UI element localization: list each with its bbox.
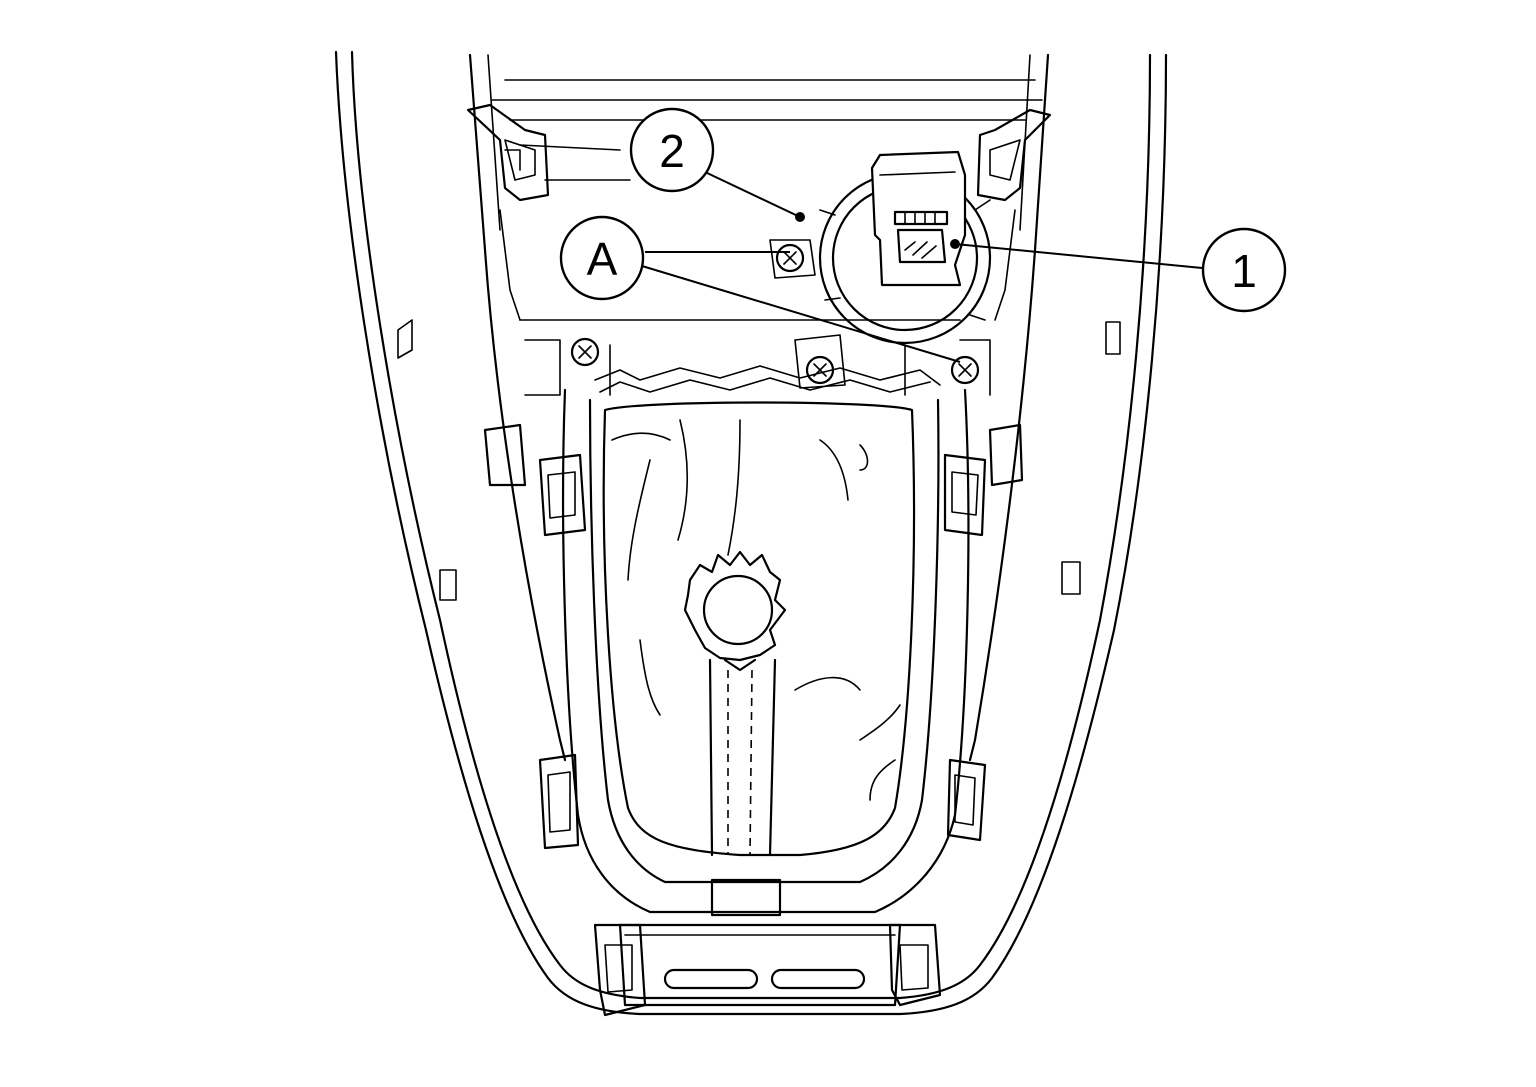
shifter-bezel — [562, 344, 970, 914]
screw-mid-center — [794, 334, 846, 389]
leader-line-1 — [950, 239, 1203, 269]
console-inner-panel — [468, 53, 1050, 762]
screw-mid-left — [570, 337, 600, 367]
callout-2-label: 2 — [659, 125, 685, 177]
bottom-right-clip — [888, 923, 942, 1007]
callout-a-label: A — [587, 233, 618, 285]
callout-a: A — [559, 215, 645, 301]
left-side-clips — [483, 423, 587, 850]
power-socket-connector — [818, 150, 992, 345]
upper-right-clip — [976, 108, 1052, 202]
screw-mid-right — [950, 355, 980, 385]
leader-line-2 — [704, 171, 805, 222]
callout-2: 2 — [629, 107, 715, 193]
shift-boot — [602, 401, 916, 857]
bottom-left-clip — [593, 923, 647, 1017]
right-side-clips — [943, 423, 1024, 842]
console-outer-shell — [334, 50, 1168, 1016]
callout-1-label: 1 — [1231, 245, 1257, 297]
callout-1: 1 — [1201, 227, 1287, 313]
leader-line-a — [641, 251, 961, 363]
screw-upper-mid — [769, 239, 816, 279]
bottom-panel — [618, 878, 902, 1007]
upper-left-clip — [466, 103, 550, 202]
shift-lever — [683, 550, 787, 857]
